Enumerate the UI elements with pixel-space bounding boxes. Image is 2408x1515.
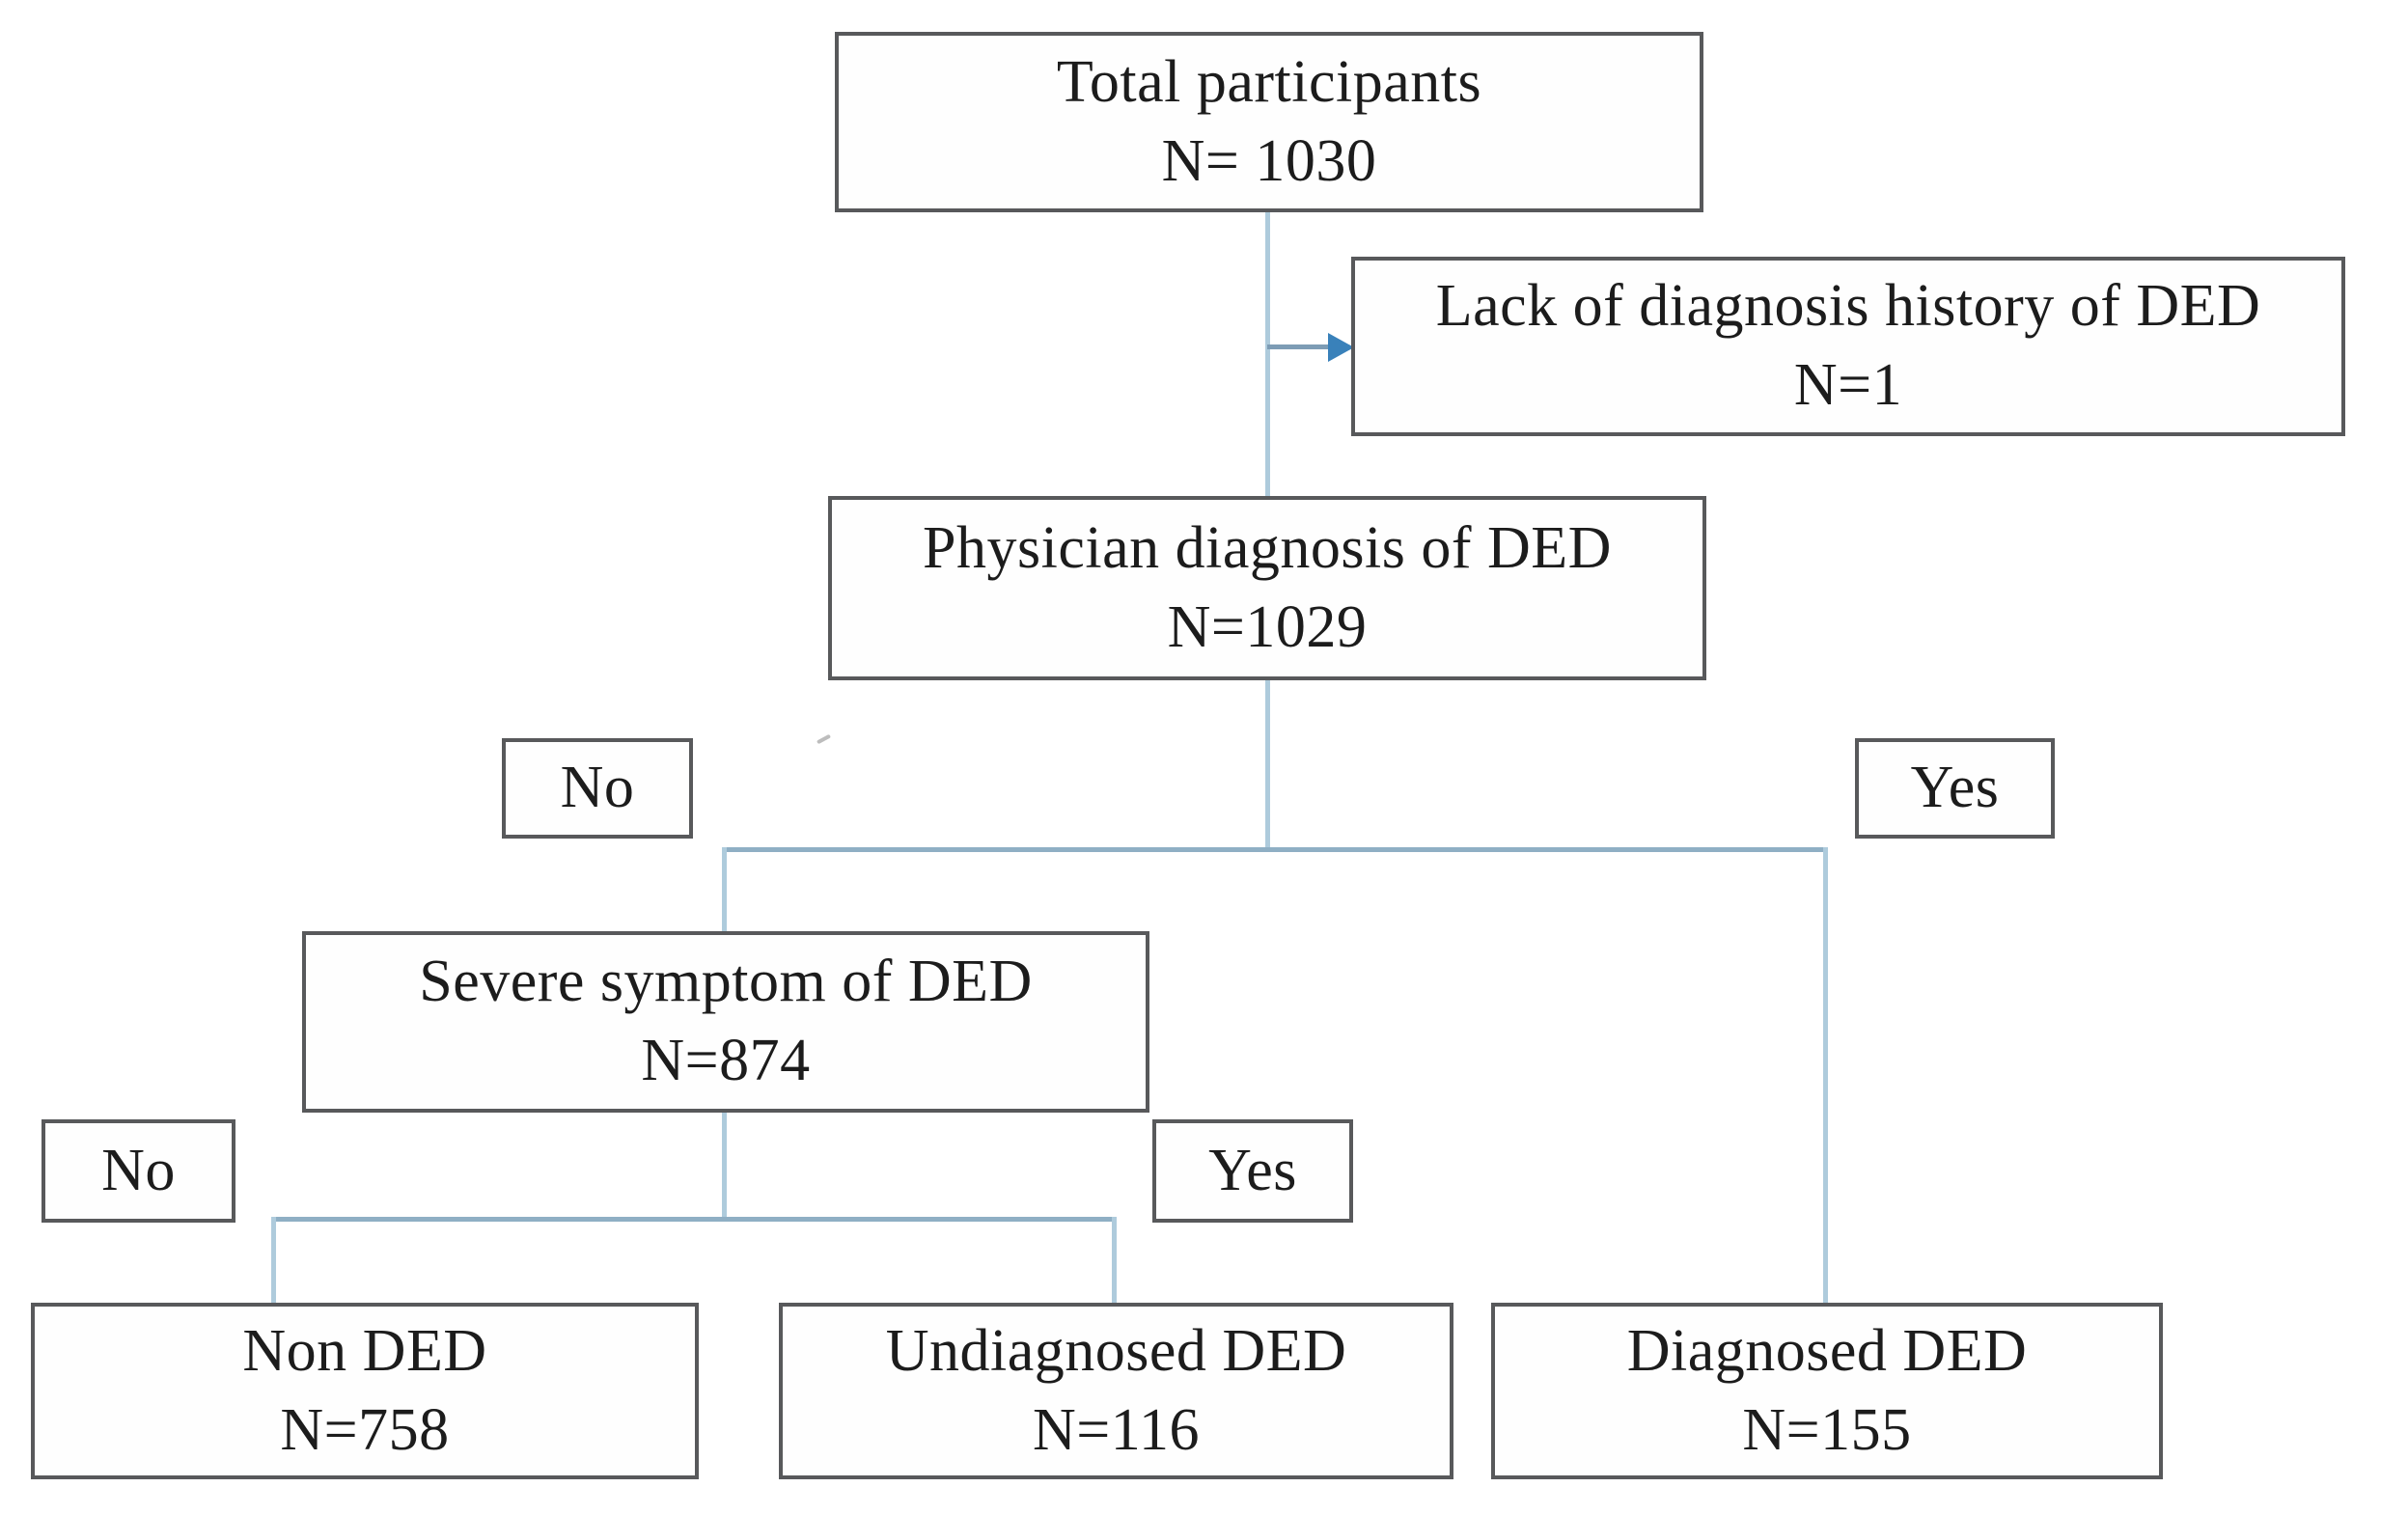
- branch-text: Yes: [1208, 1137, 1297, 1203]
- node-severe-symptom: Severe symptom of DED N=874: [302, 931, 1149, 1113]
- node-count: N=1029: [1167, 593, 1368, 660]
- node-exclusion-lack-of-diagnosis: Lack of diagnosis history of DED N=1: [1351, 257, 2345, 436]
- node-count: N= 1030: [1161, 127, 1377, 194]
- connector-total-to-physician: [1265, 212, 1270, 500]
- branch-text: Yes: [1910, 755, 2000, 821]
- node-diagnosed-ded: Diagnosed DED N=155: [1491, 1303, 2163, 1479]
- branch-label-yes-1: Yes: [1855, 738, 2055, 839]
- node-count: N=1: [1793, 352, 1903, 418]
- node-total-participants: Total participants N= 1030: [835, 32, 1703, 212]
- branch-label-yes-2: Yes: [1152, 1119, 1353, 1223]
- node-non-ded: Non DED N=758: [31, 1303, 699, 1479]
- connector-no2-to-nonded: [271, 1217, 276, 1306]
- node-count: N=116: [1033, 1396, 1200, 1463]
- exclusion-arrow-head-icon: [1328, 333, 1354, 362]
- node-label: Non DED: [242, 1317, 487, 1384]
- connector-no1-to-severe: [722, 847, 727, 936]
- node-physician-diagnosis: Physician diagnosis of DED N=1029: [828, 496, 1706, 680]
- connector-branch-level1: [722, 847, 1828, 852]
- connector-yes2-to-undiagnosed: [1112, 1217, 1117, 1306]
- node-label: Undiagnosed DED: [885, 1317, 1347, 1384]
- stray-scan-mark: [816, 733, 832, 745]
- node-label: Total participants: [1056, 48, 1482, 115]
- connector-physician-down: [1265, 677, 1270, 851]
- branch-label-no-1: No: [502, 738, 693, 839]
- node-count: N=758: [280, 1396, 450, 1463]
- node-count: N=874: [641, 1028, 811, 1093]
- node-label: Severe symptom of DED: [419, 949, 1033, 1015]
- connector-branch-level2: [271, 1217, 1117, 1222]
- connector-exclusion-shaft: [1267, 344, 1333, 349]
- branch-text: No: [101, 1137, 176, 1203]
- node-count: N=155: [1742, 1396, 1912, 1463]
- branch-text: No: [560, 755, 635, 821]
- connector-severe-down: [722, 1110, 727, 1222]
- node-label: Physician diagnosis of DED: [923, 514, 1612, 581]
- node-label: Lack of diagnosis history of DED: [1435, 273, 2261, 340]
- branch-label-no-2: No: [42, 1119, 235, 1223]
- connector-yes1-to-diagnosed: [1823, 847, 1828, 1307]
- node-label: Diagnosed DED: [1626, 1317, 2028, 1384]
- node-undiagnosed-ded: Undiagnosed DED N=116: [779, 1303, 1453, 1479]
